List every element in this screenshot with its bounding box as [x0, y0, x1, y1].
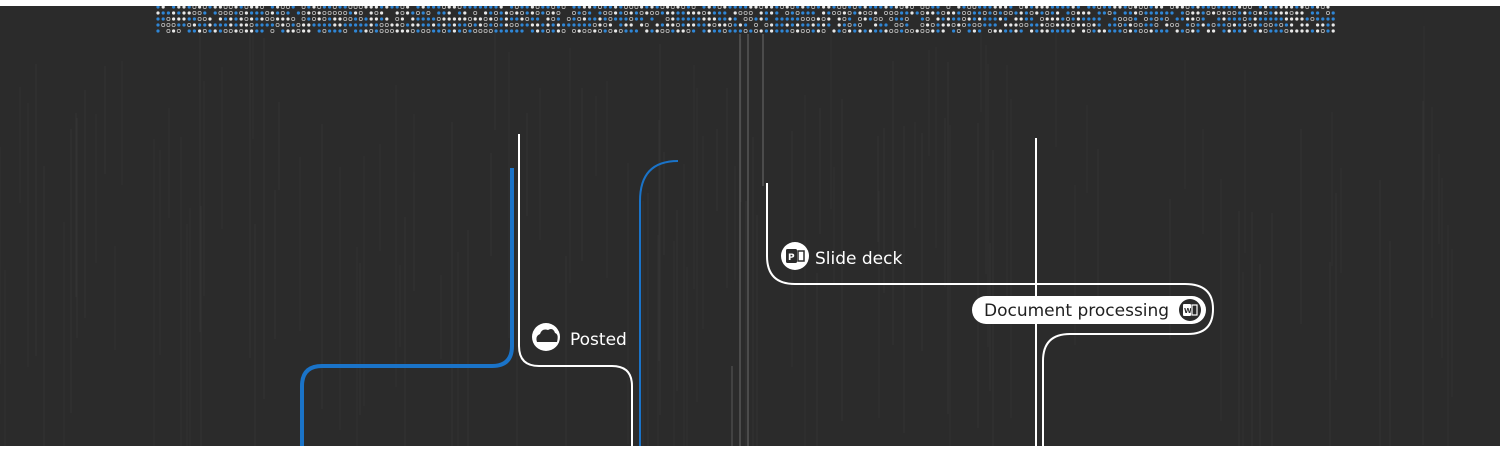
- powerpoint-icon: P: [781, 242, 809, 270]
- svg-text:P: P: [788, 253, 795, 263]
- cloud-icon: [532, 323, 560, 351]
- labels-layer: Posted P Slide deck Document processing …: [532, 242, 1206, 351]
- white-connector-slide-deck: [766, 183, 1215, 446]
- posted-tag: Posted: [532, 323, 627, 351]
- connector-lines: [300, 34, 1215, 446]
- dot-matrix-band: [156, 6, 1335, 33]
- slide-deck-tag: P Slide deck: [781, 242, 902, 270]
- svg-text:W: W: [1184, 307, 1192, 315]
- slide-deck-label: Slide deck: [815, 249, 902, 269]
- posted-label: Posted: [570, 330, 627, 350]
- blue-connector-center: [639, 160, 679, 446]
- white-connector-posted: [518, 134, 633, 446]
- background-texture: [0, 6, 1453, 446]
- word-icon: W: [1179, 299, 1201, 321]
- blue-connector-left: [300, 168, 514, 446]
- document-processing-tag: Document processing W: [972, 296, 1206, 324]
- document-processing-label: Document processing: [984, 301, 1169, 321]
- decorative-scene: Posted P Slide deck Document processing …: [0, 6, 1500, 446]
